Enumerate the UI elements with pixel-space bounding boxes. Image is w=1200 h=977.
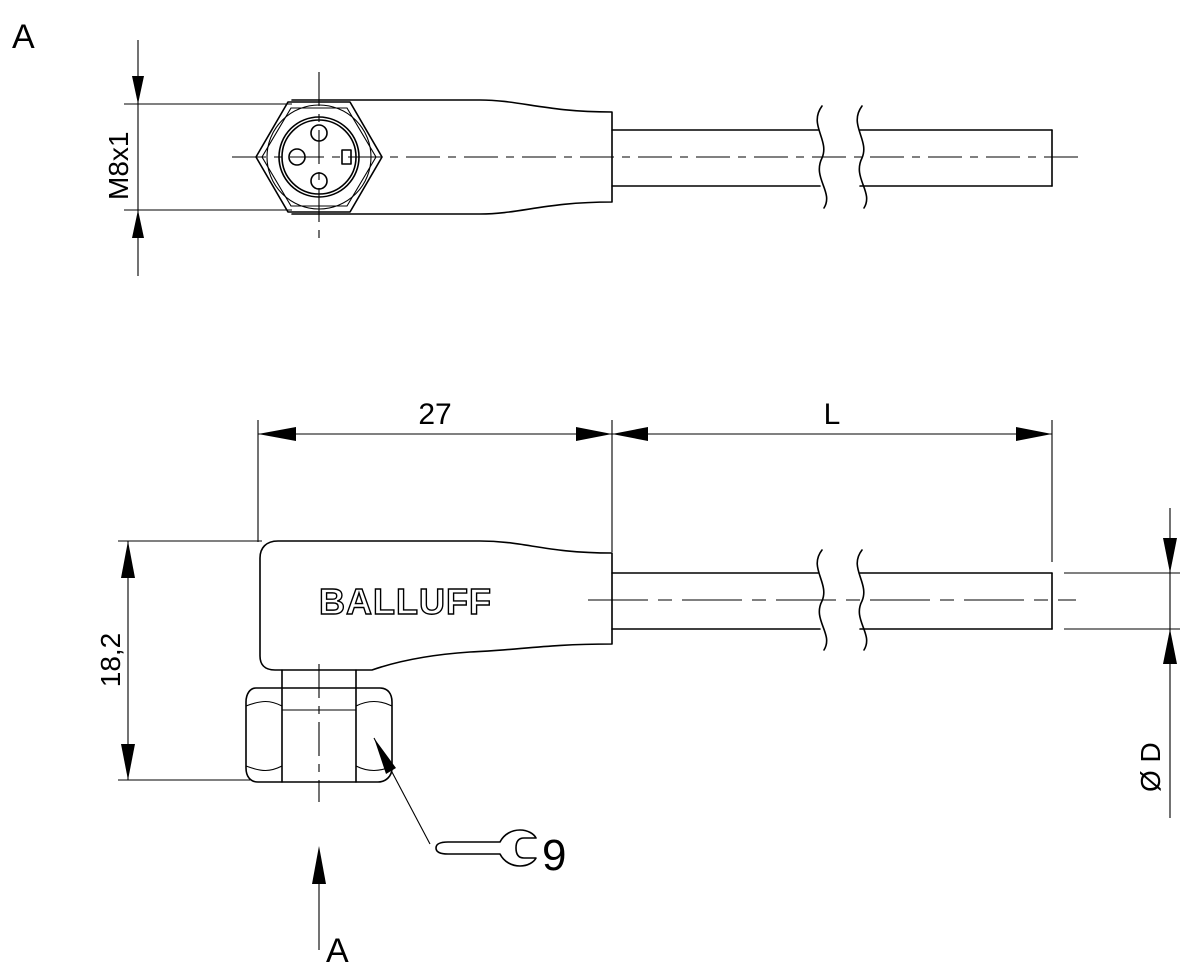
thread-dimension: M8x1 (103, 40, 292, 276)
diameter-label: Ø D (1135, 742, 1166, 792)
length-head-label: 27 (418, 398, 451, 431)
cable-break-top (856, 105, 868, 209)
view-label-arrow: A (326, 932, 349, 970)
cable-side (611, 549, 1053, 651)
height-dimension: 18,2 (95, 540, 262, 781)
connector-neck (281, 669, 357, 689)
connector-body-side (259, 540, 613, 671)
side-view: 27 L 18,2 BALLUFF (95, 398, 1180, 970)
height-label: 18,2 (95, 633, 126, 688)
wrench-size-callout: 9 (373, 737, 566, 880)
length-cable-label: L (824, 398, 841, 431)
top-view: A M8x1 (12, 18, 1082, 276)
diameter-dimension: Ø D (1064, 508, 1180, 818)
thread-label: M8x1 (103, 132, 134, 200)
wrench-icon (435, 829, 537, 867)
wrench-size-label: 9 (542, 831, 566, 880)
dim-arrow-top (132, 76, 144, 104)
hex-nut-side (245, 687, 393, 783)
view-label-top: A (12, 18, 35, 56)
view-arrow: A (312, 846, 349, 970)
brand-logo: BALLUFF (319, 581, 492, 622)
dim-arrow-bottom (132, 210, 144, 238)
length-cable-dimension: L (612, 398, 1053, 562)
cable-top (611, 105, 1053, 209)
cable-break-side (856, 549, 868, 651)
length-head-dimension: 27 (257, 398, 613, 552)
